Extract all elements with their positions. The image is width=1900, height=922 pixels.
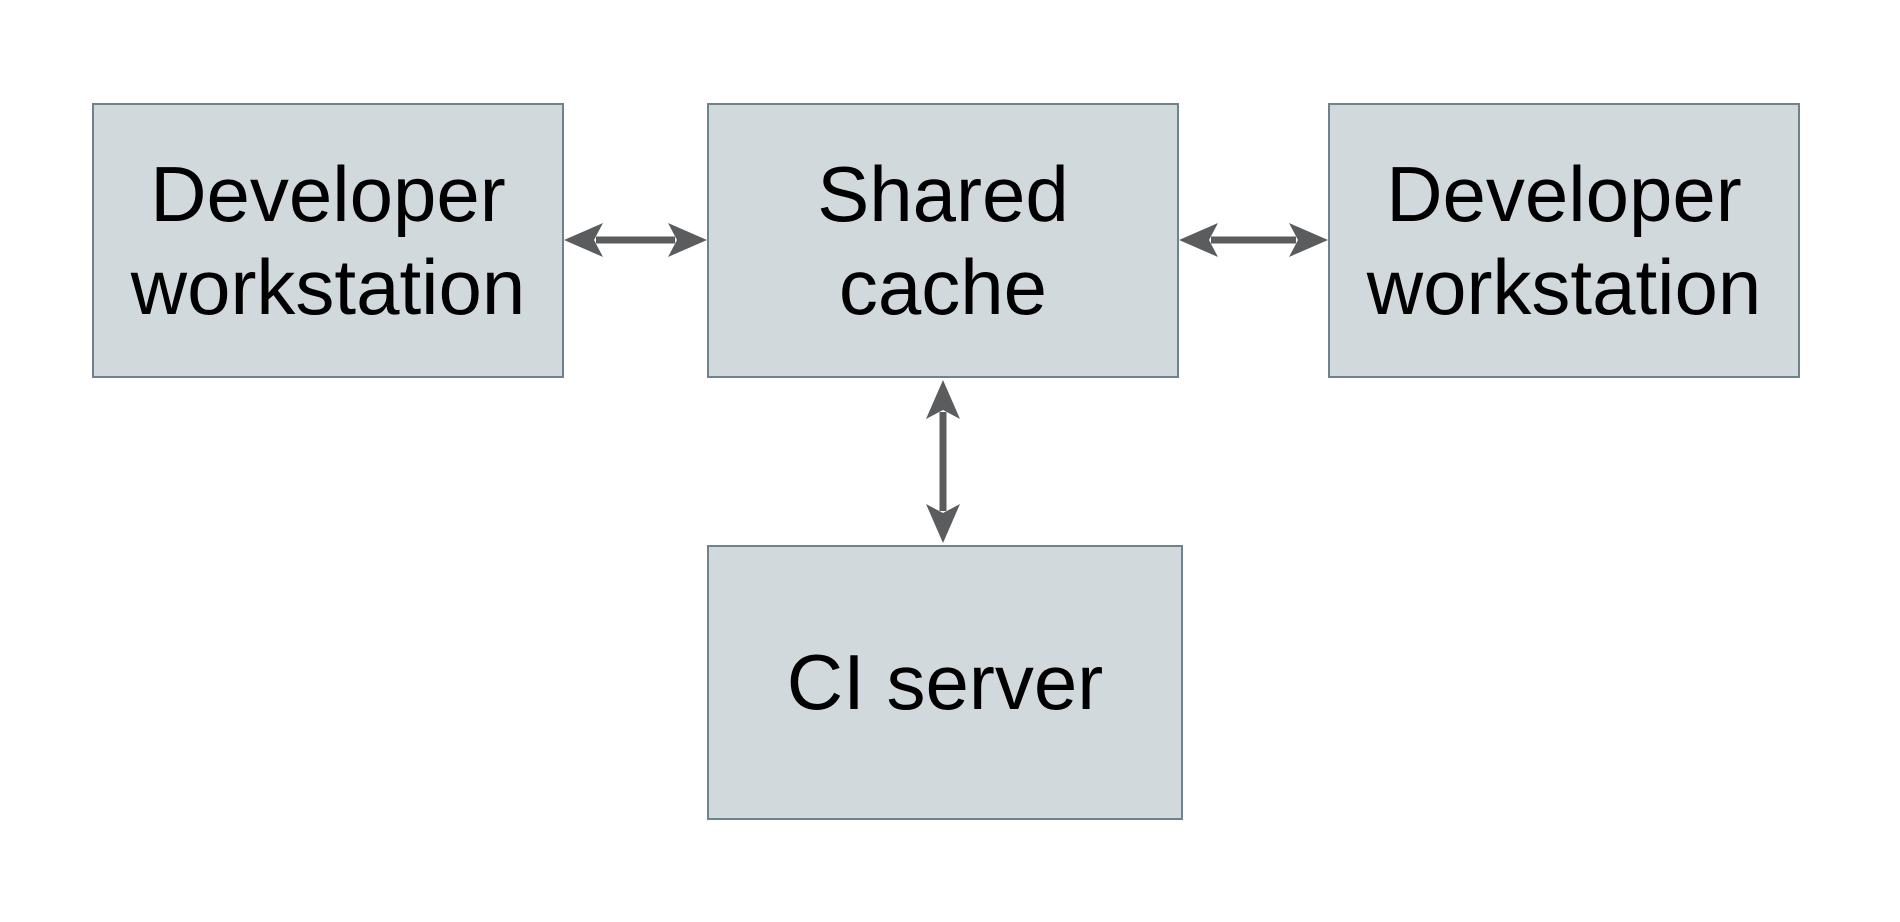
node-developer-workstation-right: Developer workstation (1328, 103, 1800, 378)
node-shared-cache: Shared cache (707, 103, 1179, 378)
node-ci-server: CI server (707, 545, 1183, 820)
node-label-shared-cache: Shared cache (817, 149, 1069, 331)
node-developer-workstation-left: Developer workstation (92, 103, 564, 378)
node-label-developer-workstation-right: Developer workstation (1366, 149, 1762, 331)
arrow-left-workstation-to-cache (564, 223, 707, 257)
node-label-ci-server: CI server (786, 638, 1104, 726)
node-label-developer-workstation-left: Developer workstation (130, 149, 526, 331)
arrow-cache-to-ci-server (926, 380, 960, 543)
arrow-cache-to-right-workstation (1179, 223, 1328, 257)
